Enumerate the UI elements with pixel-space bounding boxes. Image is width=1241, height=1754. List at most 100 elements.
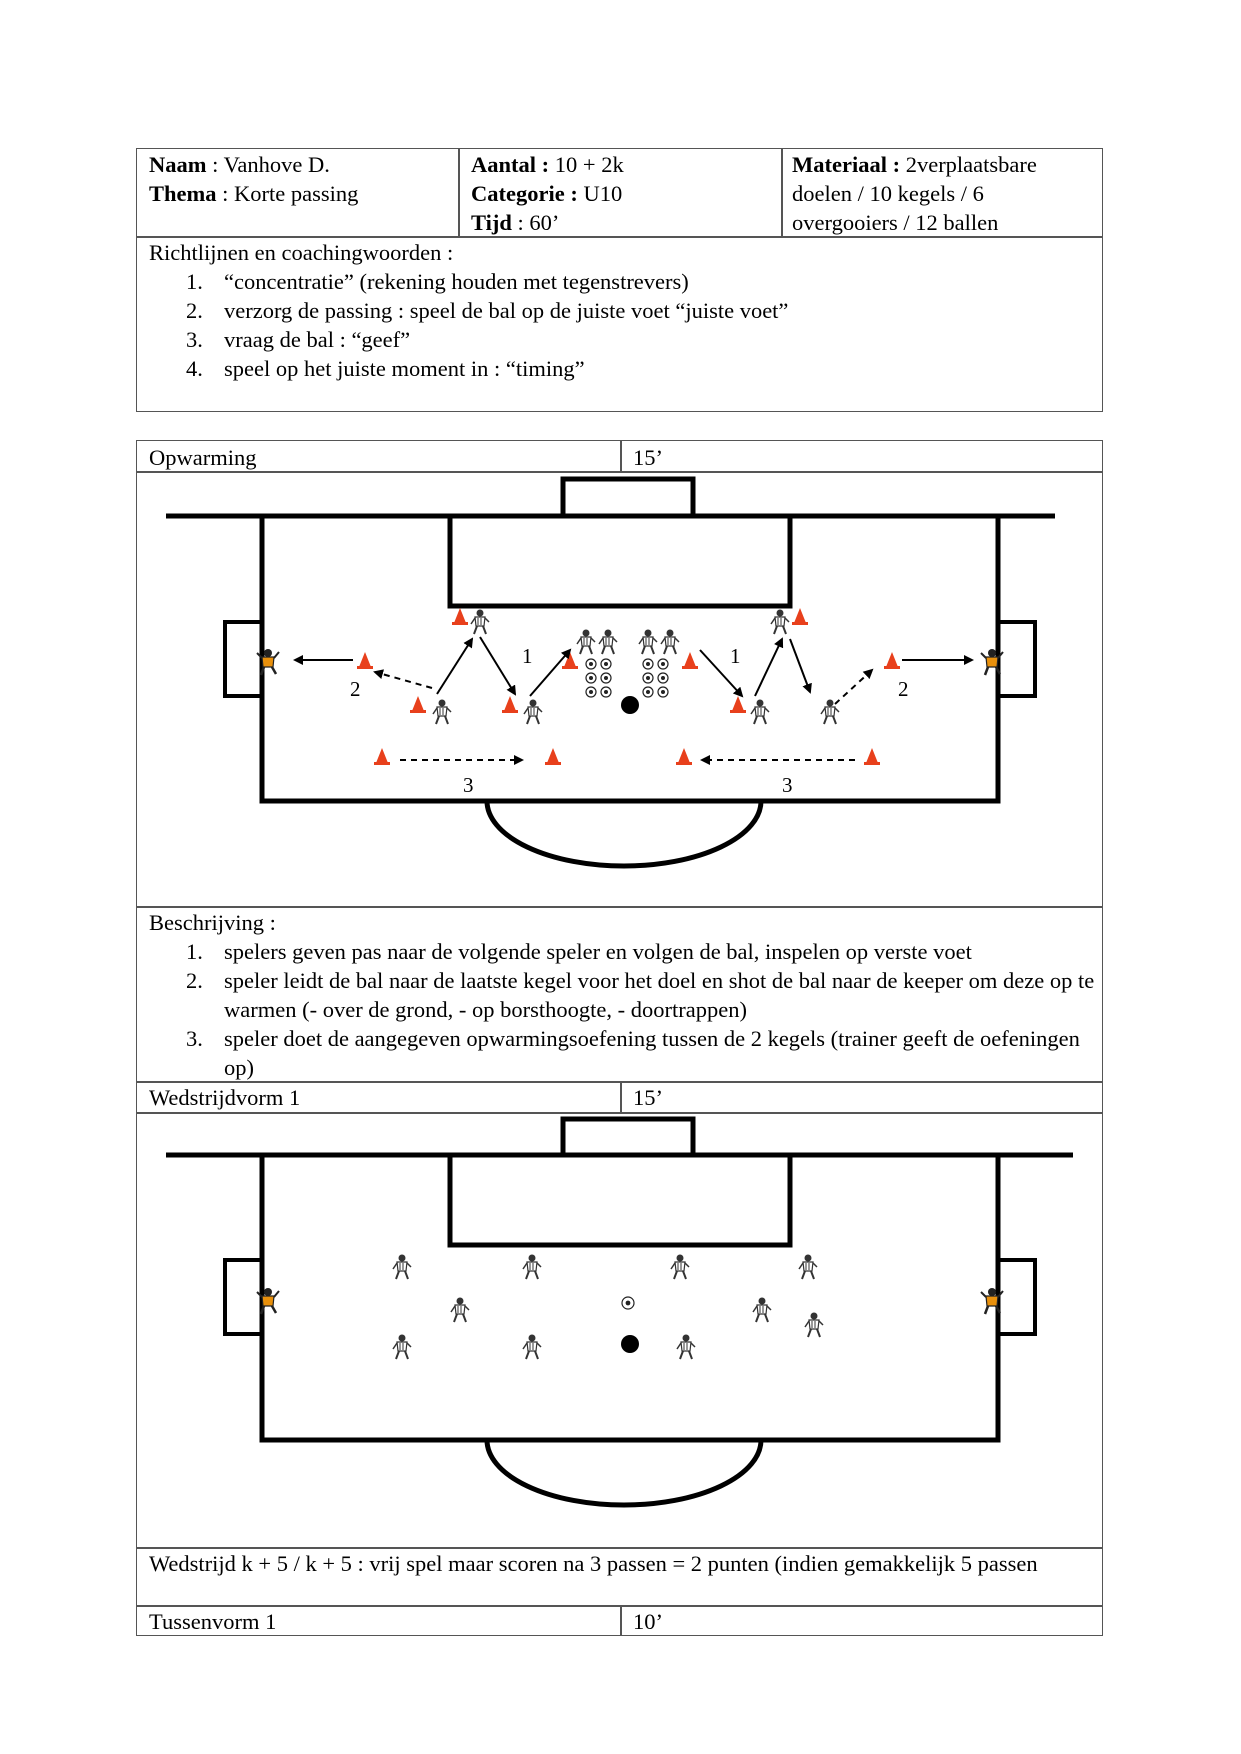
label-2-right: 2 [898,677,909,701]
player [770,608,790,635]
cone [676,748,692,765]
player [522,1253,542,1280]
description-item: 2.speler leidt de bal naar de laatste ke… [186,968,1095,1022]
center-spot [621,696,639,714]
material-field-line3: overgooiers / 12 ballen [792,210,999,235]
center-spot [621,1335,639,1353]
player [598,628,618,655]
material-field-line2: doelen / 10 kegels / 6 [792,181,984,206]
description-title: Beschrijving : [149,910,276,935]
player [804,1311,824,1338]
header-col-divider-1 [458,148,460,236]
row-line [136,1081,1103,1083]
col-line [620,1081,622,1112]
mini-goal-right [996,1258,1037,1336]
arrow-pass [479,636,517,696]
ball [657,672,669,684]
row-line [136,471,1103,473]
cone [792,608,808,625]
col-line [620,1605,622,1636]
player [432,698,452,725]
goal [560,1116,696,1158]
match1-duration: 15’ [633,1085,663,1110]
penalty-box [447,1152,793,1248]
session-table [136,440,1103,1636]
header-col-divider-2 [781,148,783,236]
row-line [136,1605,1103,1607]
ball [642,686,654,698]
player [750,698,770,725]
label-2-left: 2 [350,677,361,701]
player [522,1333,542,1360]
player [638,628,658,655]
match1-description: Wedstrijd k + 5 / k + 5 : vrij spel maar… [149,1551,1038,1576]
theme-field: Thema : Korte passing [149,181,359,206]
label-1-left: 1 [522,644,533,668]
material-field: Materiaal : 2verplaatsbare [792,152,1037,177]
description-item: 3.speler doet de aangegeven opwarmingsoe… [186,1026,1080,1080]
player [450,1296,470,1323]
mini-goal-left [223,1258,264,1336]
arrow-pass [754,637,784,697]
time-field: Tijd : 60’ [471,210,560,235]
player [470,608,490,635]
ball [600,686,612,698]
col-line [620,440,622,471]
cone [562,652,578,669]
warmup-title: Opwarming [149,445,257,470]
row-line [136,906,1103,908]
arrow-dribble-left [373,669,433,689]
ball [642,658,654,670]
guideline-item: 1.“concentratie” (rekening houden met te… [186,269,689,294]
penalty-box [447,513,793,609]
interim-title: Tussenvorm 1 [149,1609,277,1634]
cone [357,652,373,669]
cone [884,652,900,669]
match1-title: Wedstrijdvorm 1 [149,1085,301,1110]
goal [560,476,696,519]
cone [502,696,518,713]
description-item: 1.spelers geven pas naar de volgende spe… [186,939,972,964]
ball [600,658,612,670]
label-3-left: 3 [463,773,474,797]
player [392,1333,412,1360]
row-line [136,1112,1103,1114]
count-field: Aantal : 10 + 2k [471,152,624,177]
cone [730,696,746,713]
header-table [136,148,1103,412]
player [392,1253,412,1280]
mini-goal-left [223,620,264,698]
cone [545,748,561,765]
center-arc [484,1439,764,1508]
player [523,698,543,725]
field-boundary [259,513,1001,804]
guidelines-list: 1.“concentratie” (rekening houden met te… [149,267,1089,383]
warmup-duration: 15’ [633,445,663,470]
guideline-item: 3.vraag de bal : “geef” [186,327,411,352]
row-line [136,1547,1103,1549]
label-3-right: 3 [782,773,793,797]
category-field: Categorie : U10 [471,181,623,206]
arrow-pass [529,648,572,697]
mini-goal-right [996,620,1037,698]
player [676,1333,696,1360]
match-diagram [166,1116,1073,1508]
center-arc [484,800,764,869]
guideline-item: 2.verzorg de passing : speel de bal op d… [186,298,789,323]
cone [682,652,698,669]
player [752,1296,772,1323]
ball [585,672,597,684]
ball [642,672,654,684]
name-field: Naam : Vanhove D. [149,152,330,177]
ball [585,658,597,670]
ball [621,1296,635,1310]
ball [657,686,669,698]
guideline-item: 4.speel op het juiste moment in : “timin… [186,356,585,381]
arrow-pass [699,649,744,698]
label-1-right: 1 [730,644,741,668]
header-divider [136,236,1103,238]
ball [600,672,612,684]
cone [374,748,390,765]
cone [864,748,880,765]
